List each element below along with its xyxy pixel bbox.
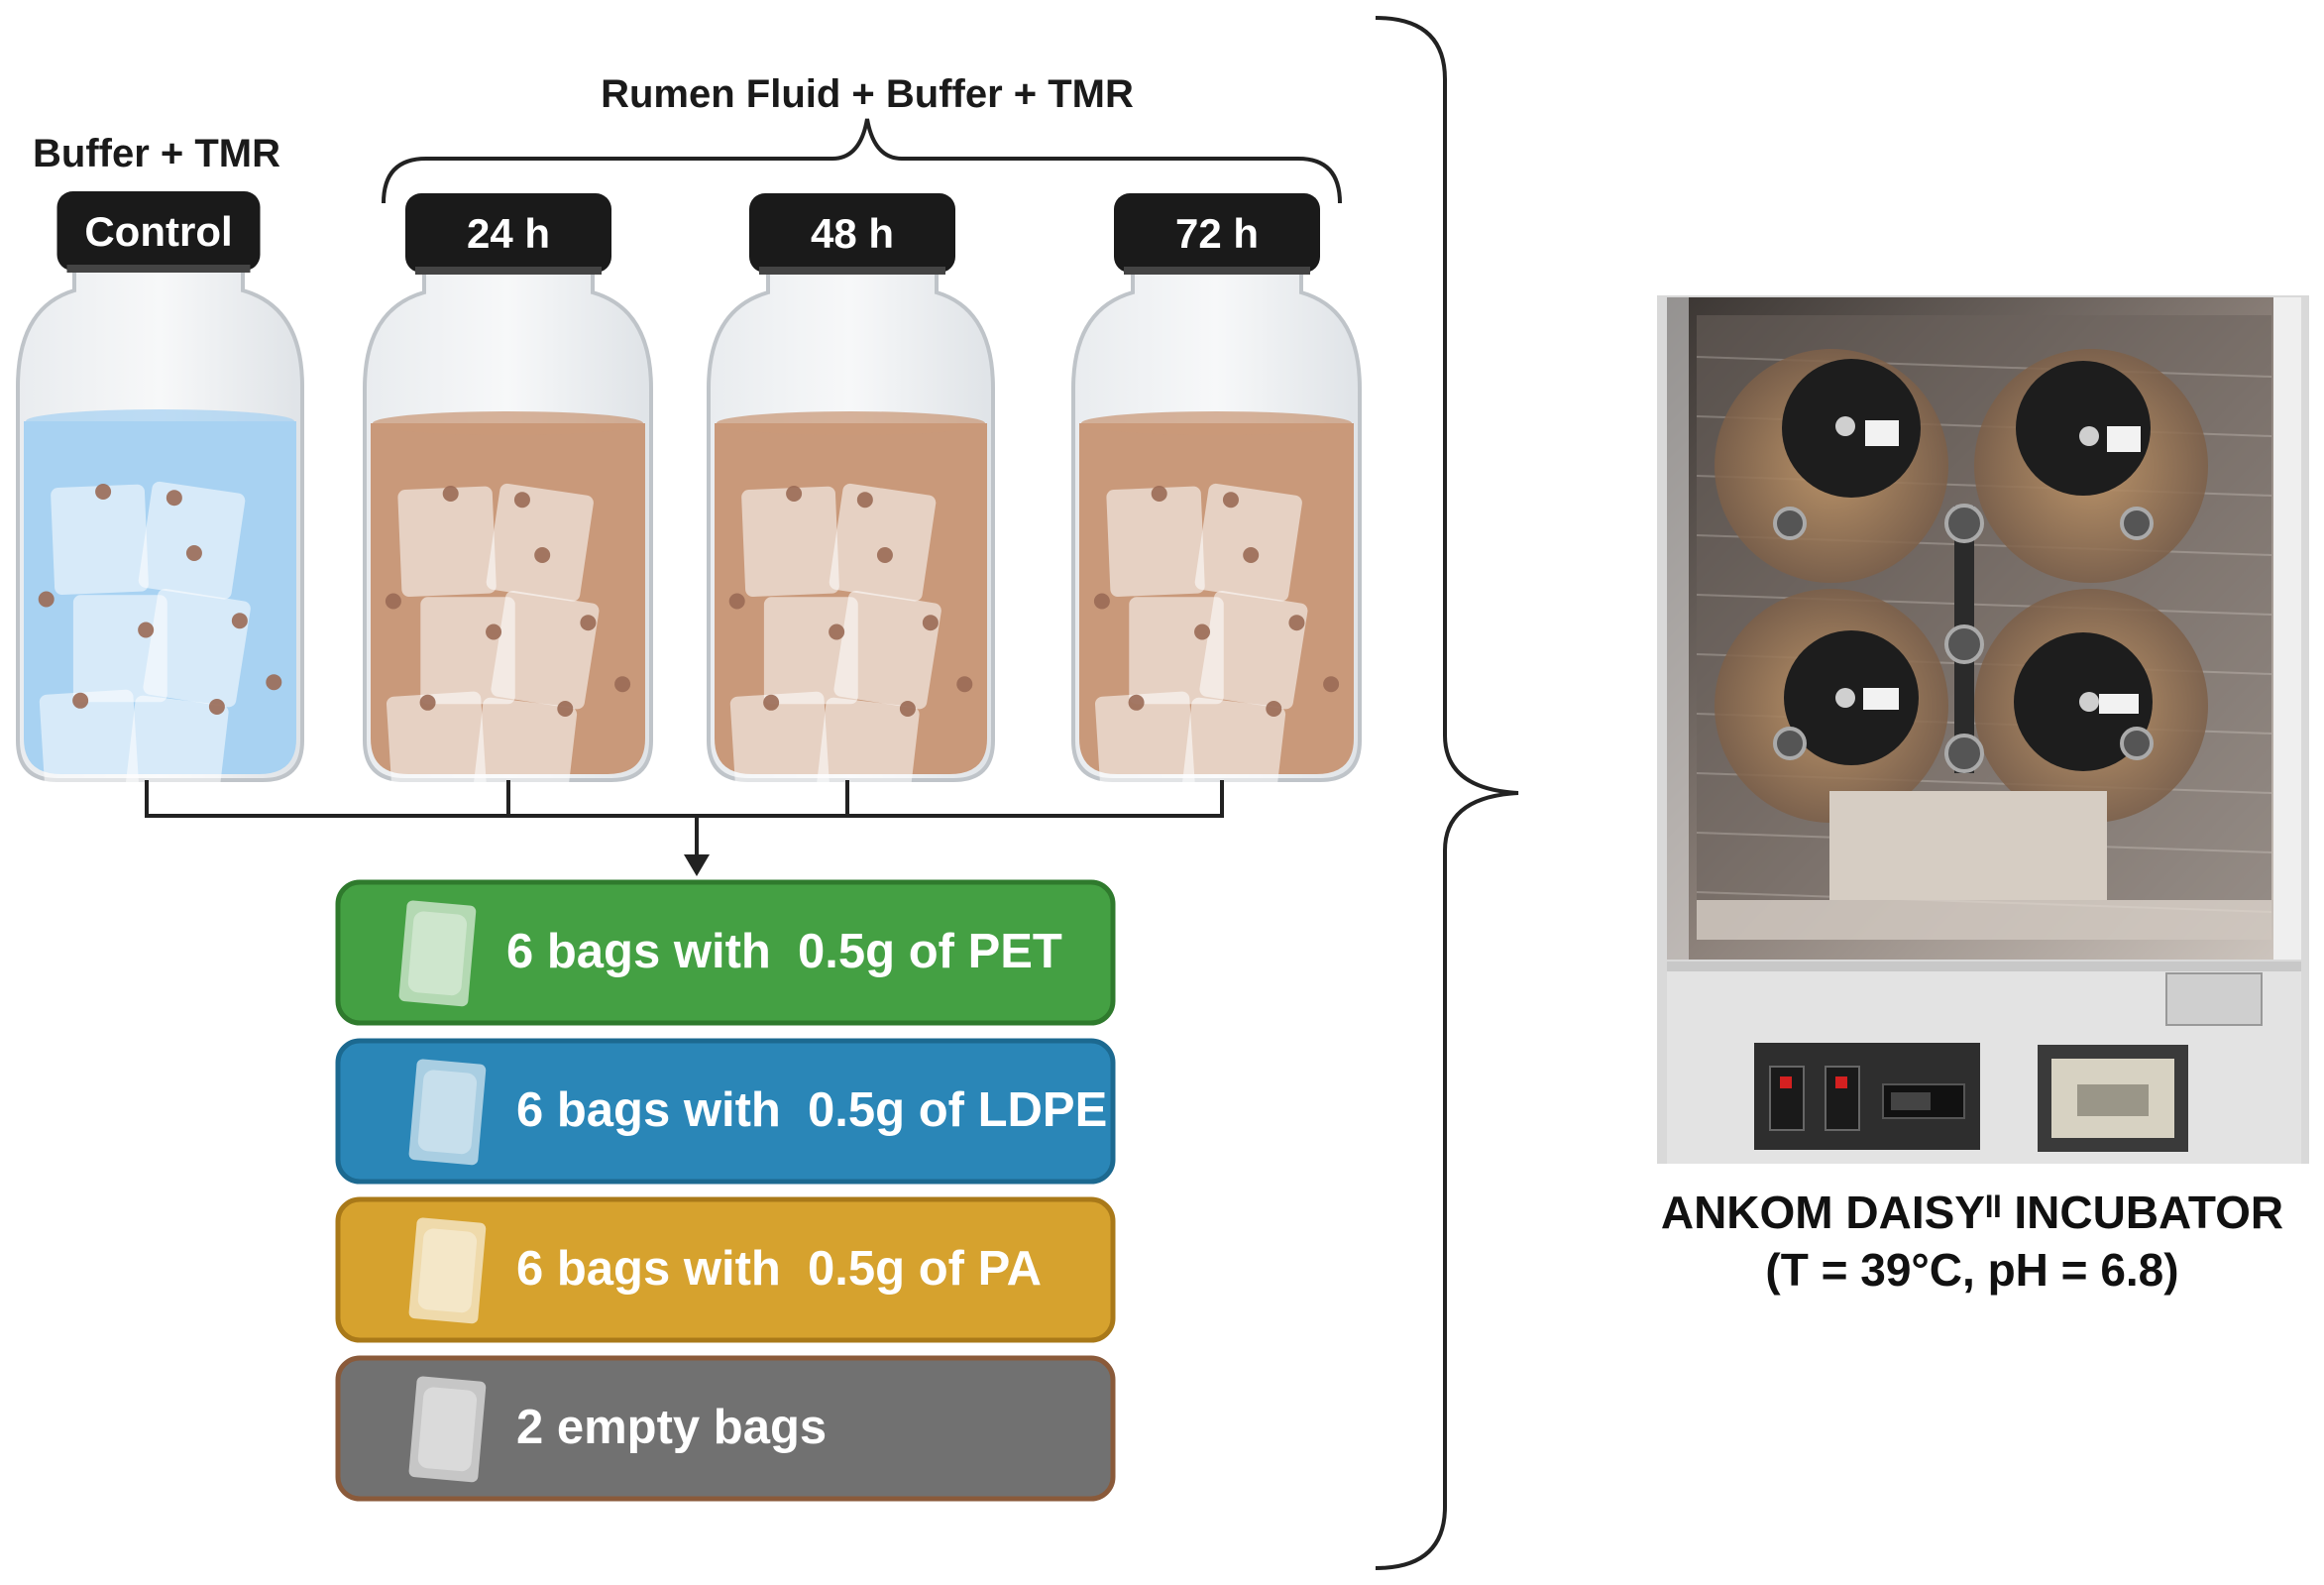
particle bbox=[876, 547, 893, 563]
particle bbox=[763, 694, 780, 711]
bottle-2 bbox=[363, 193, 653, 814]
particle bbox=[166, 490, 182, 507]
particle bbox=[72, 692, 89, 709]
particle bbox=[534, 547, 551, 563]
sample-bag bbox=[472, 697, 578, 814]
particle bbox=[557, 701, 574, 717]
connector-lines bbox=[145, 780, 1224, 860]
particle bbox=[786, 486, 803, 502]
bag-box-bg bbox=[335, 1196, 1116, 1343]
sample-bag bbox=[1194, 483, 1302, 602]
bag-box-label: 6 bags with 0.5g of PA bbox=[516, 1242, 1043, 1296]
sample-bag bbox=[486, 483, 594, 602]
bag-box-4 bbox=[335, 1355, 1116, 1502]
sample-bag bbox=[1106, 486, 1205, 597]
sample-bag bbox=[138, 481, 246, 600]
particle bbox=[185, 545, 202, 561]
sample-bag bbox=[833, 590, 941, 710]
particle bbox=[442, 486, 459, 502]
sample-bag bbox=[729, 691, 830, 804]
sample-bag bbox=[1094, 691, 1196, 804]
control-group-label: Buffer + TMR bbox=[33, 132, 280, 175]
particle bbox=[899, 701, 916, 717]
particle bbox=[829, 623, 845, 640]
bag-box-1 bbox=[335, 879, 1116, 1026]
particle bbox=[1093, 593, 1110, 610]
particle bbox=[1128, 694, 1145, 711]
bottle-cap bbox=[1114, 193, 1320, 273]
sample-bag bbox=[386, 691, 488, 804]
sample-bag bbox=[829, 483, 937, 602]
sample-bag bbox=[51, 484, 149, 595]
sample-bag bbox=[39, 689, 140, 802]
bag-box-label: 6 bags with 0.5g of PET bbox=[506, 925, 1062, 978]
particle bbox=[486, 623, 502, 640]
bag-icon bbox=[408, 1217, 487, 1324]
top-group-brace bbox=[382, 118, 1342, 204]
bottle-cap bbox=[749, 193, 955, 273]
particle bbox=[580, 615, 597, 631]
bag-box-3 bbox=[335, 1196, 1116, 1343]
sample-bag bbox=[397, 486, 497, 597]
particle bbox=[1194, 623, 1211, 640]
top-group-label: Rumen Fluid + Buffer + TMR bbox=[601, 72, 1134, 116]
particle bbox=[419, 694, 436, 711]
particle bbox=[956, 676, 973, 693]
particle bbox=[1243, 547, 1260, 563]
particle bbox=[1266, 701, 1282, 717]
particle bbox=[513, 492, 530, 509]
bag-icon bbox=[398, 900, 477, 1007]
sample-bag bbox=[124, 695, 229, 812]
particle bbox=[1323, 676, 1340, 693]
bottle-cap-label: 72 h bbox=[1175, 210, 1259, 257]
particle bbox=[231, 613, 248, 629]
sample-bag bbox=[741, 486, 839, 597]
particle bbox=[922, 615, 939, 631]
bottle-3 bbox=[707, 193, 995, 814]
bag-box-bg bbox=[335, 879, 1116, 1026]
sample-bag bbox=[491, 590, 600, 710]
bottle-cap-label: 24 h bbox=[467, 210, 550, 257]
particle bbox=[38, 591, 55, 608]
particle bbox=[138, 622, 155, 638]
particle bbox=[266, 674, 282, 691]
bag-icon bbox=[408, 1059, 487, 1166]
incubator-conditions: (T = 39°C, pH = 6.8) bbox=[1765, 1244, 2179, 1296]
particle bbox=[385, 593, 401, 610]
particle bbox=[95, 484, 112, 500]
bottle-cap bbox=[56, 191, 261, 271]
bag-icon bbox=[408, 1376, 487, 1483]
particle bbox=[1288, 615, 1305, 631]
sample-bag bbox=[1180, 697, 1286, 814]
arrow-head bbox=[684, 854, 710, 876]
right-brace bbox=[1375, 16, 1519, 1570]
bag-box-2 bbox=[335, 1038, 1116, 1185]
sample-bag bbox=[143, 588, 251, 708]
bottle-cap-label: Control bbox=[84, 208, 232, 255]
bag-box-label: 2 empty bags bbox=[516, 1401, 828, 1454]
particle bbox=[856, 492, 873, 509]
bag-box-bg bbox=[335, 1038, 1116, 1185]
particle bbox=[1222, 492, 1239, 509]
bottle-4 bbox=[1071, 193, 1362, 814]
particle bbox=[614, 676, 631, 693]
sample-bag bbox=[815, 697, 920, 814]
bottle-cap bbox=[405, 193, 611, 273]
particle bbox=[1151, 486, 1167, 502]
sample-bag bbox=[1199, 590, 1308, 710]
bottles bbox=[16, 191, 1362, 814]
bag-box-label: 6 bags with 0.5g of LDPE bbox=[516, 1083, 1108, 1137]
particle bbox=[728, 593, 745, 610]
incubator-photo bbox=[1657, 295, 2309, 1164]
bag-box-bg bbox=[335, 1355, 1116, 1502]
incubator-name: ANKOM DAISYᴵᴵ INCUBATOR bbox=[1660, 1187, 2284, 1238]
cap-labels: Control 24 h 48 h 72 h bbox=[84, 208, 1259, 257]
particle bbox=[208, 699, 225, 715]
bottle-1 bbox=[16, 191, 304, 812]
bottle-cap-label: 48 h bbox=[811, 210, 894, 257]
bag-list bbox=[335, 879, 1116, 1502]
